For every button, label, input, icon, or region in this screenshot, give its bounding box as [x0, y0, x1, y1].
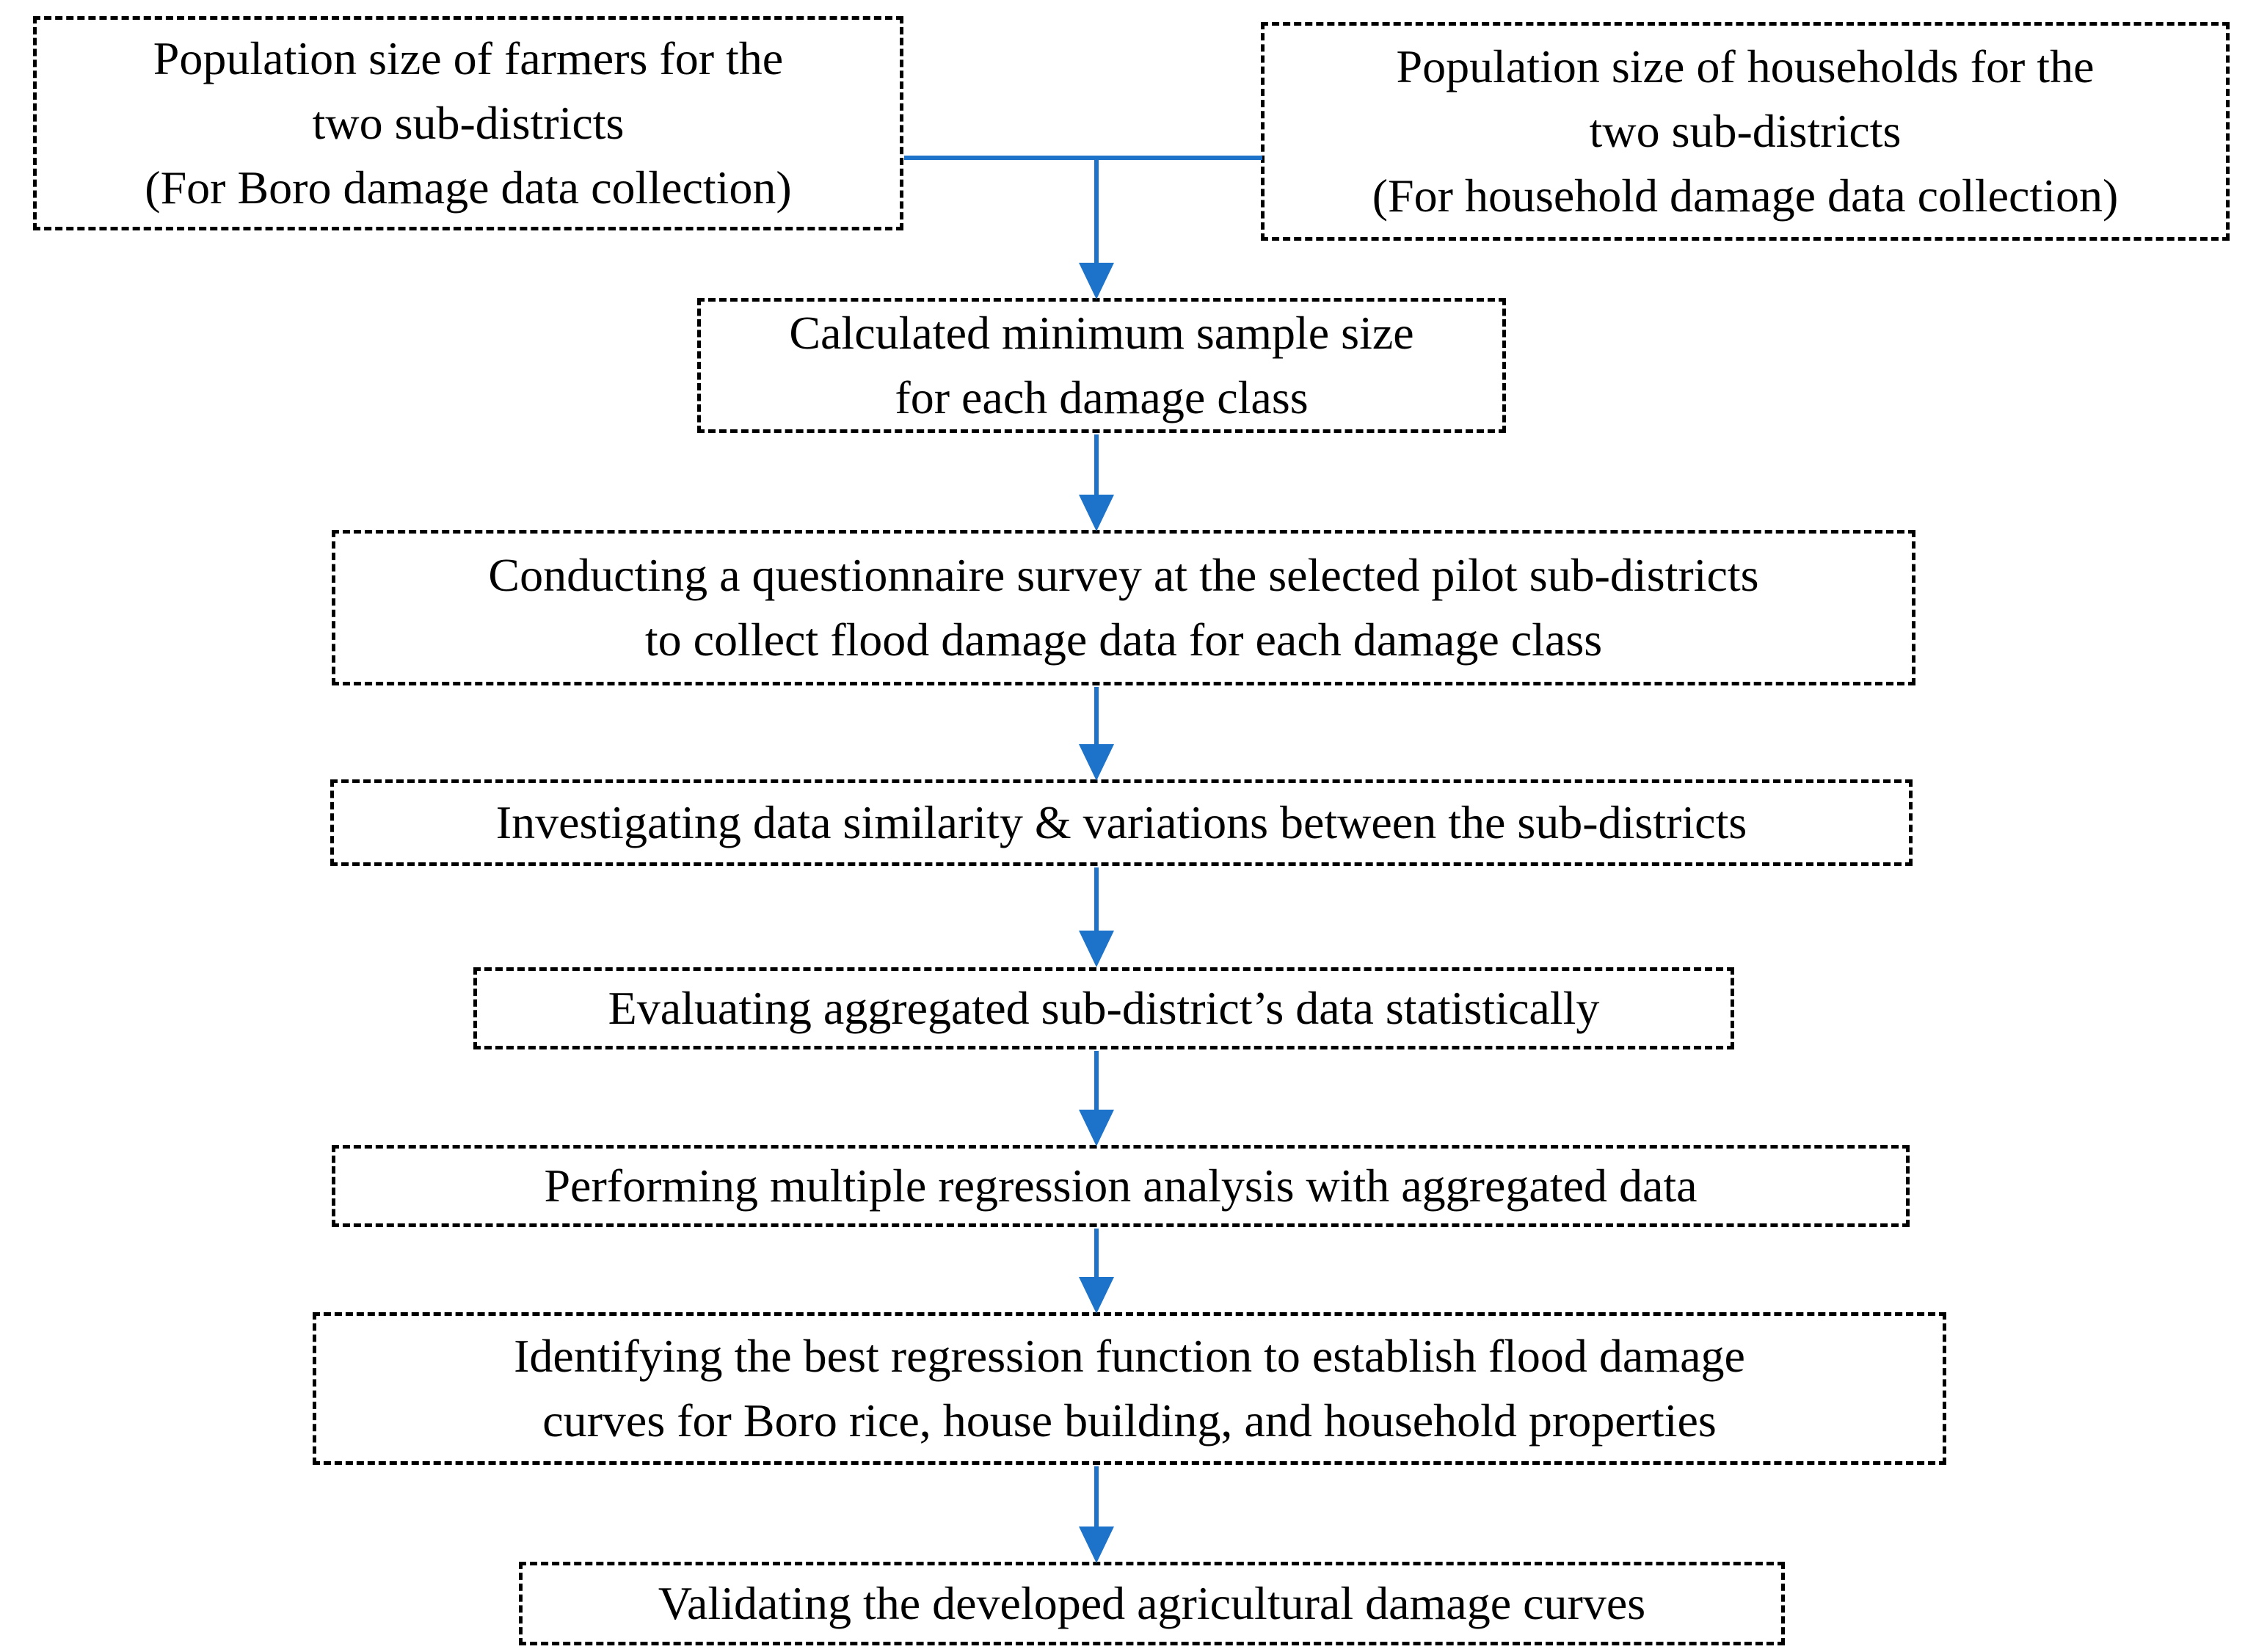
text-line: two sub-districts — [312, 97, 625, 149]
node-validation: Validating the developed agricultural da… — [519, 1562, 1785, 1645]
text-line: to collect flood damage data for each da… — [644, 614, 1603, 666]
arrow-head — [1079, 495, 1114, 531]
node-households-population: Population size of households for the tw… — [1261, 22, 2230, 241]
arrow-head — [1079, 744, 1114, 781]
arrow-shaft — [1094, 1229, 1099, 1278]
text-line: Validating the developed agricultural da… — [658, 1577, 1646, 1629]
arrow-shaft — [1094, 1466, 1099, 1528]
text-line: Investigating data similarity & variatio… — [495, 796, 1747, 848]
text-line: Evaluating aggregated sub-district’s dat… — [608, 982, 1600, 1034]
node-statistical-evaluation: Evaluating aggregated sub-district’s dat… — [473, 967, 1734, 1049]
connector-join-line — [904, 156, 1262, 160]
arrow-head — [1079, 263, 1114, 299]
node-best-regression-function: Identifying the best regression function… — [313, 1312, 1946, 1465]
text-line: curves for Boro rice, house building, an… — [542, 1394, 1717, 1447]
text-line: Conducting a questionnaire survey at the… — [488, 549, 1759, 601]
arrow-shaft — [1094, 867, 1099, 932]
text-line: (For household damage data collection) — [1372, 170, 2119, 222]
text-line: for each damage class — [895, 371, 1309, 423]
node-questionnaire-survey: Conducting a questionnaire survey at the… — [332, 530, 1915, 685]
text-line: Identifying the best regression function… — [514, 1330, 1745, 1382]
arrow-head — [1079, 1110, 1114, 1146]
arrow-head — [1079, 931, 1114, 967]
arrow-head — [1079, 1527, 1114, 1563]
text-line: Population size of households for the — [1396, 40, 2095, 92]
arrow-shaft — [1094, 157, 1099, 264]
arrow-shaft — [1094, 434, 1099, 496]
arrow-shaft — [1094, 1051, 1099, 1111]
text-line: Calculated minimum sample size — [789, 307, 1414, 359]
arrow-head — [1079, 1277, 1114, 1314]
node-data-similarity: Investigating data similarity & variatio… — [330, 779, 1913, 866]
node-multiple-regression: Performing multiple regression analysis … — [332, 1145, 1910, 1227]
text-line: Performing multiple regression analysis … — [544, 1160, 1698, 1212]
node-calculated-sample-size: Calculated minimum sample size for each … — [697, 298, 1506, 433]
text-line: (For Boro damage data collection) — [145, 161, 792, 214]
text-line: Population size of farmers for the — [153, 32, 784, 84]
node-farmers-population: Population size of farmers for the two s… — [33, 16, 903, 230]
arrow-shaft — [1094, 687, 1099, 746]
text-line: two sub-districts — [1589, 105, 1902, 157]
